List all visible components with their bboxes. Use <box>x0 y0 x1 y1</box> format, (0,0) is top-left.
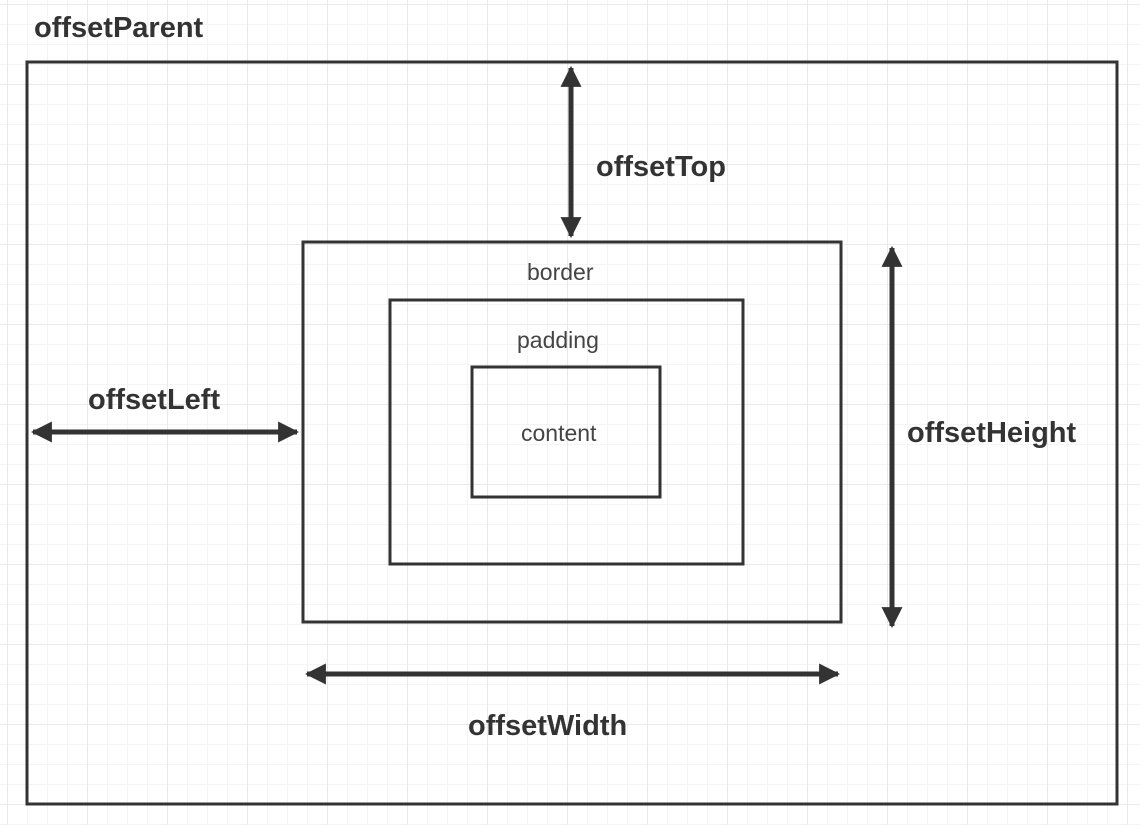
padding-box <box>388 298 745 566</box>
content-box <box>470 365 662 499</box>
border-box <box>301 240 843 624</box>
offset-parent-label: offsetParent <box>34 12 204 44</box>
border-label: border <box>527 259 594 285</box>
offset-left-label: offsetLeft <box>88 384 221 416</box>
padding-label: padding <box>517 327 599 353</box>
offset-top-label: offsetTop <box>596 151 726 183</box>
offset-width-label: offsetWidth <box>468 710 628 742</box>
offset-height-label: offsetHeight <box>907 417 1077 449</box>
content-label: content <box>521 420 597 446</box>
offset-parent-box <box>25 60 1119 806</box>
